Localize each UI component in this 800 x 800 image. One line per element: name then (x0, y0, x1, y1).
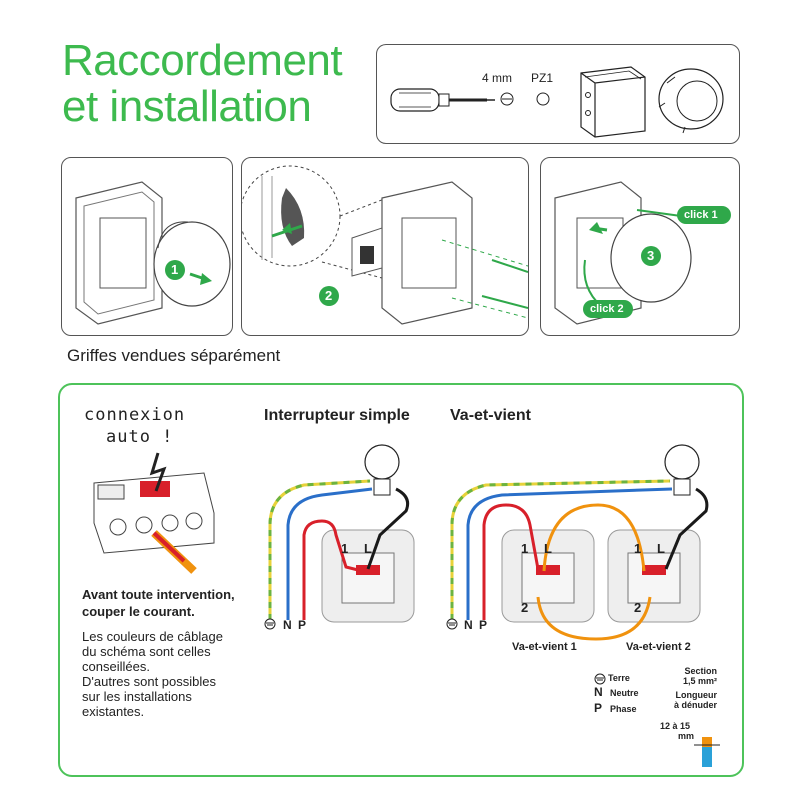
step-1-panel: 1 (61, 157, 233, 336)
click-2-pill (583, 300, 633, 318)
vav-n-label: N (464, 618, 473, 632)
section-line6: mm (678, 731, 695, 741)
info-line: du schéma sont celles (82, 644, 211, 659)
title-line-2: et installation (62, 82, 312, 131)
warning-line-1: Avant toute intervention, (82, 587, 235, 602)
info-line: sur les installations (82, 689, 192, 704)
step-2-badge (319, 286, 339, 306)
step-3-number: 3 (647, 248, 655, 263)
simple-n-label: N (283, 618, 292, 632)
screwdriver-size-label: 4 mm (482, 71, 512, 85)
flush-box-ring-icon (658, 68, 724, 134)
vav-p-label: P (479, 618, 488, 632)
rocker-disc (153, 221, 231, 307)
info-line: Les couleurs de câblage (82, 629, 223, 644)
switch-mechanism-frame (75, 181, 163, 325)
step-1-illustration (75, 181, 231, 325)
warning-line-2: couper le courant. (82, 604, 195, 619)
click-1-label: click 1 (684, 209, 718, 221)
tools-illustration (390, 66, 724, 138)
info-line: conseillées. (82, 659, 150, 674)
vav1-term-2: 2 (521, 600, 529, 615)
step-1-number: 1 (171, 262, 179, 277)
click-1-pill (677, 206, 731, 224)
info-line: existantes. (82, 704, 145, 719)
simple-switch-diagram (268, 444, 415, 623)
strip-length-gauge (694, 737, 720, 767)
step-2-panel: 2 (241, 157, 529, 336)
vav2-label: Va-et-vient 2 (626, 641, 691, 653)
pozidriv-label: PZ1 (531, 71, 554, 85)
step-3-illustration (554, 181, 731, 325)
legend-n-letter: N (594, 685, 603, 699)
info-text: Les couleurs de câblage du schéma sont c… (82, 629, 223, 719)
simple-p-label: P (298, 618, 307, 632)
click-2-label: click 2 (590, 303, 624, 315)
simple-term-1: 1 (341, 541, 349, 556)
simple-term-l: L (364, 541, 372, 556)
griffes-note: Griffes vendues séparément (67, 346, 281, 365)
vav1-label: Va-et-vient 1 (512, 641, 577, 653)
tools-panel: 4 mm PZ1 (376, 44, 740, 144)
section-line2: 1,5 mm² (682, 676, 717, 686)
lamp-icon-vav (664, 444, 700, 480)
earth-symbol-vav (446, 618, 458, 630)
slot-screw-icon (500, 92, 514, 106)
legend-neutre: Neutre (610, 688, 639, 698)
wall-box-icon (580, 66, 646, 138)
vav1-term-1: 1 (521, 541, 529, 556)
step-3-panel: 3 click 1 click 2 (540, 157, 740, 336)
step-2-number: 2 (325, 288, 333, 303)
section-line3: Longueur (675, 690, 718, 700)
legend-p-letter: P (594, 701, 603, 715)
auto-label: auto ! (106, 427, 174, 447)
simple-switch-title: Interrupteur simple (264, 407, 410, 424)
step-2-illustration (242, 165, 528, 325)
pozidriv-screw-icon (536, 92, 550, 106)
screwdriver-icon (390, 88, 495, 112)
title-line-1: Raccordement (62, 36, 343, 85)
page-title: Raccordement et installation (62, 36, 343, 131)
vav2-term-1: 1 (634, 541, 642, 556)
section-line4: à dénuder (673, 700, 717, 710)
section-line5: 12 à 15 (660, 721, 691, 731)
wiring-panel: connexion auto ! Avant toute interventio… (58, 383, 744, 777)
two-way-switch-diagram (450, 444, 709, 641)
mechanism-with-clips (351, 181, 473, 325)
connexion-label: connexion (84, 405, 186, 425)
section-line1: Section (684, 666, 717, 676)
step-1-badge (165, 260, 185, 280)
step-3-badge (641, 246, 661, 266)
info-line: D'autres sont possibles (82, 674, 216, 689)
legend-terre: Terre (608, 673, 630, 683)
lamp-icon-simple (364, 444, 400, 480)
two-way-title: Va-et-vient (450, 407, 531, 424)
earth-symbol-simple (264, 618, 276, 630)
vav2-term-2: 2 (634, 600, 642, 615)
wiring-diagram (93, 444, 720, 767)
zoom-circle (242, 165, 341, 267)
terminal-block-illustration (93, 452, 215, 574)
vav1-term-l: L (544, 541, 552, 556)
legend-phase: Phase (610, 704, 637, 714)
earth-symbol-legend (594, 673, 606, 685)
vav2-term-l: L (657, 541, 665, 556)
